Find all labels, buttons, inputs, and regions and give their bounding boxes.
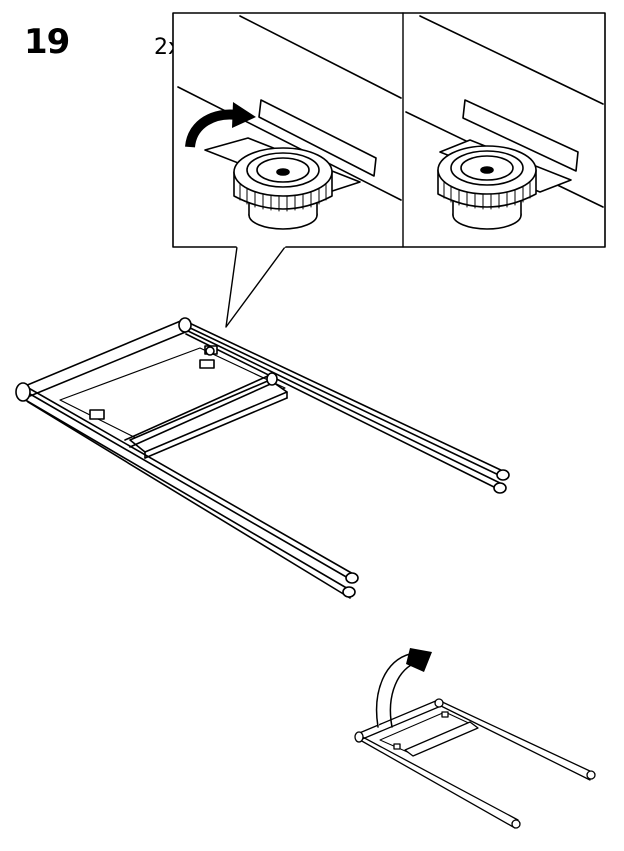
detail-callout-box xyxy=(172,12,606,328)
step-number: 19 xyxy=(24,22,70,62)
frame-assembly-icon xyxy=(15,317,510,599)
flip-over-icon xyxy=(354,648,596,829)
knob-locked-icon xyxy=(405,15,604,230)
knob-rotate-icon xyxy=(177,15,402,230)
